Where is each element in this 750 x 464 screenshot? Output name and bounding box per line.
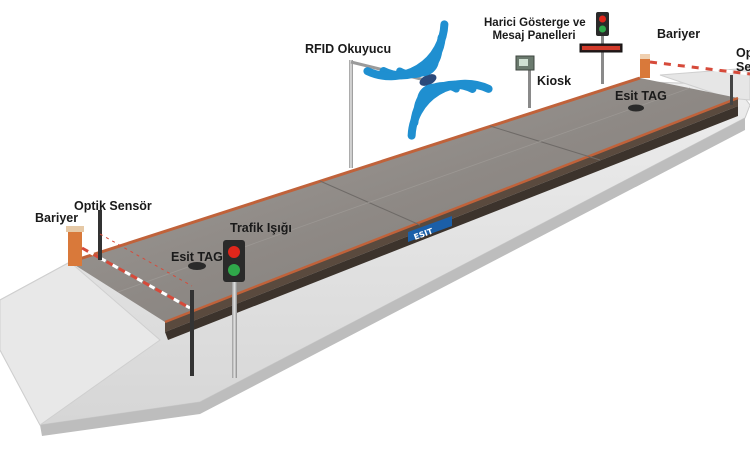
rfid-waves-icon [363,20,493,140]
optic-sensor-left [98,210,194,376]
label-kiosk: Kiosk [537,74,572,88]
external-display [579,12,623,84]
label-external-display-line2: Mesaj Panelleri [492,30,576,43]
label-barrier-right: Bariyer [657,27,701,41]
label-traffic-light: Trafik Işığı [230,221,292,235]
label-rfid-reader: RFID Okuyucu [305,42,392,56]
tag-left [188,262,206,270]
label-barrier-left: Bariyer [35,211,79,225]
label-esit-tag-left: Esit TAG [171,250,223,264]
label-esit-tag-right: Esit TAG [615,89,667,103]
label-optic-right-line1: Op [736,46,750,60]
label-optic-right-line2: Se [736,60,750,75]
label-external-display: Harici Gösterge ve Mesaj Panelleri [484,17,586,43]
label-external-display-line1: Harici Gösterge ve [484,17,586,29]
barrier-right [640,54,750,78]
optic-sensor-right [730,75,733,105]
label-optic-left: Optik Sensör [74,199,152,213]
tag-icon [628,104,644,112]
traffic-light-icon [223,240,245,378]
kiosk-icon [515,55,535,108]
label-optic-right: Op Se [736,46,750,75]
rfid-reader [349,20,493,168]
